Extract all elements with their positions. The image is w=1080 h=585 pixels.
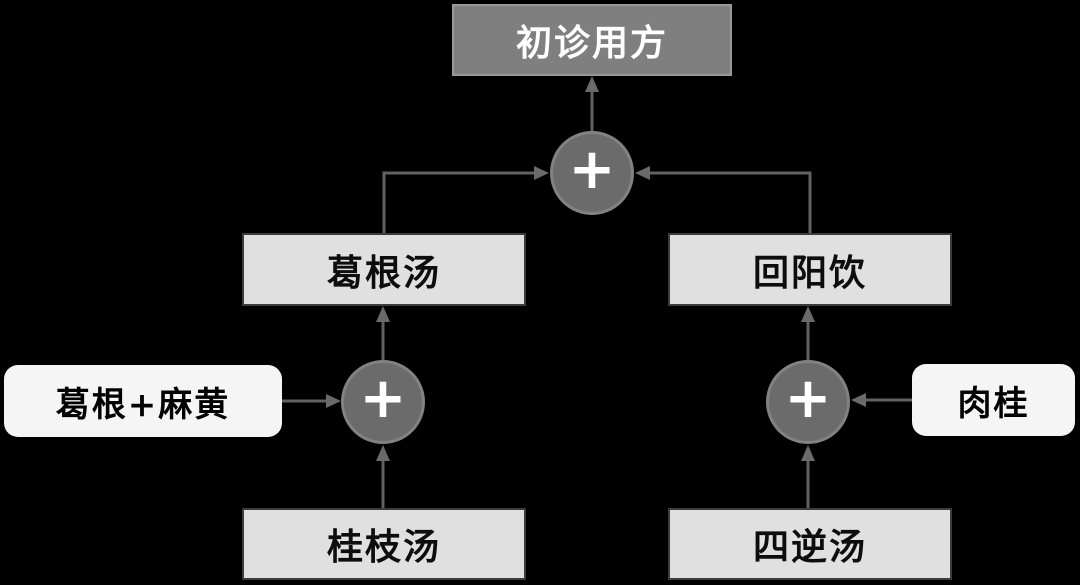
initial-prescription-box: 初诊用方 — [452, 4, 732, 76]
plus-icon: + — [359, 366, 407, 431]
gegen-tang-label: 葛根汤 — [326, 251, 441, 294]
plus-icon: + — [568, 137, 616, 202]
arrow-center-sum-to-result — [585, 76, 599, 131]
plus-circle-left: + — [341, 360, 425, 444]
guizhi-tang-label: 桂枝汤 — [326, 526, 441, 568]
plus-circle-center: + — [550, 131, 634, 215]
rougui-box: 肉桂 — [912, 364, 1075, 436]
rougui-label: 肉桂 — [957, 383, 1030, 424]
arrow-rougui-to-right-sum — [851, 393, 912, 407]
huiyang-yin-label: 回阳饮 — [752, 251, 867, 294]
arrow-huiyang-yin-to-center-sum — [635, 166, 812, 233]
sini-tang-label: 四逆汤 — [752, 526, 867, 568]
arrow-guizhi-tang-to-left-sum — [376, 445, 390, 508]
arrow-gegen-tang-to-center-sum — [382, 166, 549, 233]
huiyang-yin-box: 回阳饮 — [668, 233, 952, 306]
gegen-mahuang-label: 葛根+麻黄 — [55, 384, 231, 425]
sini-tang-box: 四逆汤 — [668, 508, 952, 580]
arrow-gegen-mahuang-to-left-sum — [282, 394, 341, 408]
gegen-tang-box: 葛根汤 — [242, 233, 526, 306]
guizhi-tang-box: 桂枝汤 — [242, 508, 526, 580]
arrow-left-sum-to-gegen-tang — [376, 306, 390, 360]
plus-circle-right: + — [766, 360, 850, 444]
gegen-mahuang-box: 葛根+麻黄 — [4, 365, 282, 437]
plus-icon: + — [784, 366, 832, 431]
initial-prescription-label: 初诊用方 — [515, 22, 668, 64]
arrow-sini-tang-to-right-sum — [801, 445, 815, 508]
arrow-right-sum-to-huiyang-yin — [801, 306, 815, 360]
